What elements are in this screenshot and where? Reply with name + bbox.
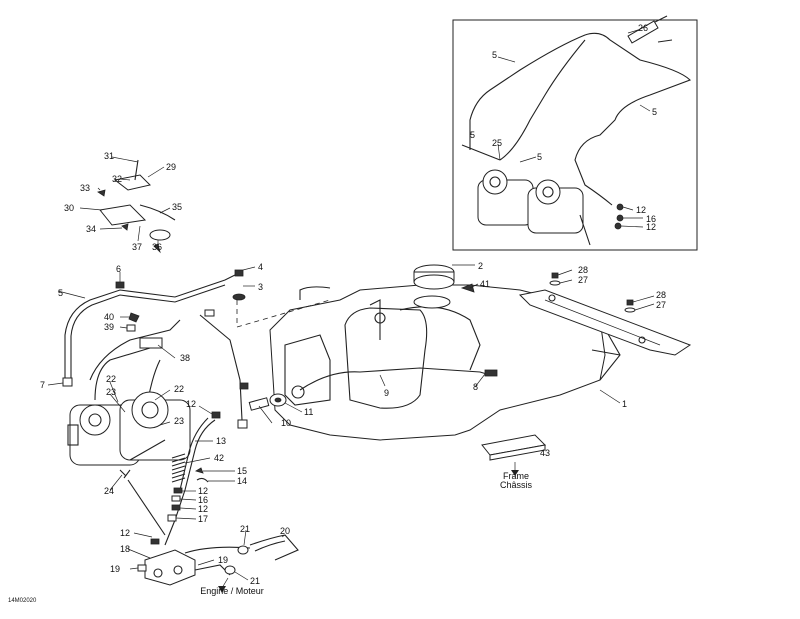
reference-code: 14M02020: [8, 598, 37, 604]
callout-27: 27: [578, 275, 588, 285]
inset-panel: [452, 15, 698, 251]
callout-12: 12: [646, 222, 656, 232]
fuel-tank: [269, 284, 621, 441]
callout-23: 23: [174, 416, 184, 426]
leader-lines: [47, 29, 655, 581]
callout-16: 16: [198, 495, 208, 505]
callout-29: 29: [166, 162, 176, 172]
callout-37: 37: [132, 242, 142, 252]
callout-2: 2: [478, 261, 483, 271]
callout-12: 12: [198, 486, 208, 496]
callout-3: 3: [258, 282, 263, 292]
callout-labels: 26 5 5 5 25 5 12 16 12 31 29 32 33 30 35…: [40, 23, 666, 586]
callout-11: 11: [304, 407, 313, 417]
callout-12: 12: [636, 205, 646, 215]
spring-42: [171, 453, 186, 483]
callout-19: 19: [218, 555, 228, 565]
callout-5: 5: [58, 288, 63, 298]
callout-5: 5: [537, 152, 542, 162]
callout-34: 34: [86, 224, 96, 234]
callout-24: 24: [104, 486, 114, 496]
callout-13: 13: [216, 436, 226, 446]
callout-32: 32: [112, 174, 122, 184]
callout-12: 12: [120, 528, 130, 538]
callout-7: 7: [40, 380, 45, 390]
callout-21: 21: [250, 576, 260, 586]
callout-31: 31: [104, 151, 114, 161]
callout-26: 26: [638, 23, 648, 33]
frame-caption: Frame: [503, 471, 529, 481]
callout-22: 22: [106, 374, 116, 384]
carburetor-icon: [67, 391, 191, 466]
callout-28: 28: [656, 290, 666, 300]
vent-line: [62, 274, 249, 429]
callout-15: 15: [237, 466, 247, 476]
callout-28: 28: [578, 265, 588, 275]
callout-35: 35: [172, 202, 182, 212]
callout-1: 1: [622, 399, 627, 409]
callout-27: 27: [656, 300, 666, 310]
callout-43: 43: [540, 448, 550, 458]
callout-33: 33: [80, 183, 90, 193]
frame-bracket: [481, 434, 547, 476]
engine-caption: Engine / Moteur: [200, 586, 264, 596]
fuel-cap-icon: [413, 264, 455, 290]
callout-18: 18: [120, 544, 130, 554]
callout-6: 6: [116, 264, 121, 274]
callout-42: 42: [214, 453, 224, 463]
chassis-caption: Châssis: [500, 480, 533, 490]
callout-5: 5: [652, 107, 657, 117]
callout-8: 8: [473, 382, 478, 392]
callout-21: 21: [240, 524, 250, 534]
callout-30: 30: [64, 203, 74, 213]
callout-5: 5: [470, 130, 475, 140]
callout-25: 25: [492, 138, 502, 148]
callout-38: 38: [180, 353, 190, 363]
callout-22: 22: [174, 384, 184, 394]
callout-23: 23: [106, 387, 116, 397]
callout-9: 9: [384, 388, 389, 398]
callout-41: 41: [480, 279, 490, 289]
callout-17: 17: [198, 514, 208, 524]
callout-40: 40: [104, 312, 114, 322]
fuel-pump-icon: [137, 538, 251, 586]
callout-10: 10: [281, 418, 291, 428]
callout-4: 4: [258, 262, 263, 272]
callout-39: 39: [104, 322, 114, 332]
mounting-rail: [518, 289, 692, 356]
callout-19: 19: [110, 564, 120, 574]
inset-carburetor-icon: [477, 169, 591, 246]
callout-36: 36: [152, 242, 162, 252]
callout-14: 14: [237, 476, 247, 486]
callout-5: 5: [492, 50, 497, 60]
callout-12: 12: [198, 504, 208, 514]
callout-12: 12: [186, 399, 196, 409]
valve-assembly-icon: [97, 159, 176, 254]
callout-20: 20: [280, 526, 290, 536]
syringe-icon: [627, 15, 673, 44]
callout-16: 16: [646, 214, 656, 224]
